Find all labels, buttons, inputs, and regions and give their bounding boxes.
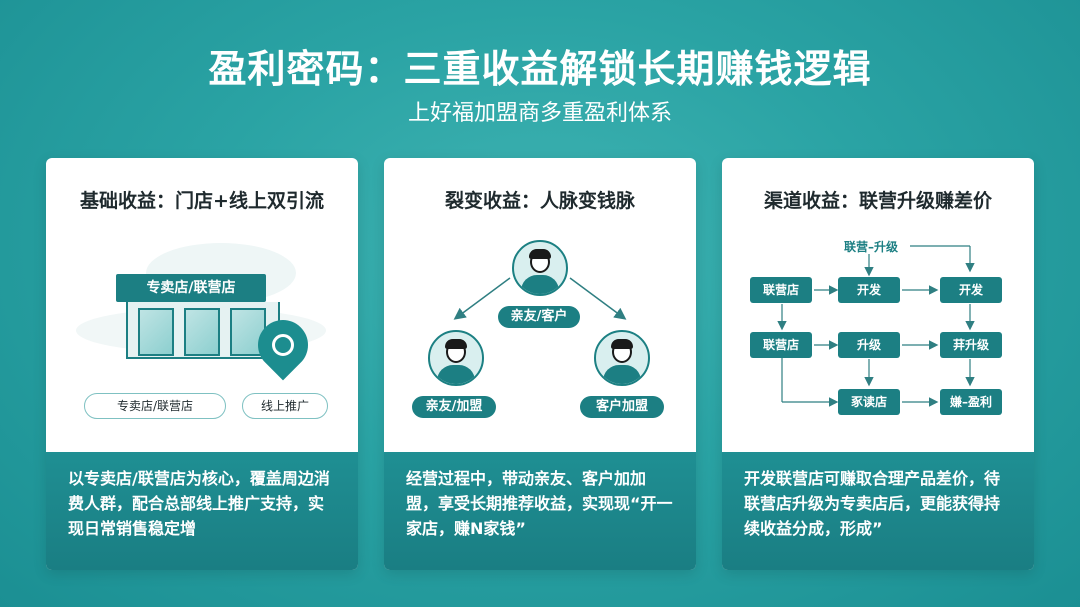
- card-title: 渠道收益：联营升级赚差价: [763, 190, 992, 212]
- store-window: [138, 308, 174, 356]
- page-title: 盈利密码：三重收益解锁长期赚钱逻辑: [208, 47, 872, 91]
- flow-arrows: [777, 245, 975, 407]
- page-subtitle: 上好福加盟商多重盈利体系: [407, 101, 672, 126]
- person-avatar-icon: [512, 240, 568, 296]
- card-description: 经营过程中，带动亲友、客户加加盟，享受长期推荐收益，实现现“开一家店，赚N家钱”: [406, 469, 673, 538]
- card-channel-income: 渠道收益：联营升级赚差价 联营–升级 联营店 开发 开发 联营店 升级 荓升级 …: [722, 158, 1034, 570]
- flow-box: 开发: [838, 277, 900, 303]
- card-description: 以专卖店/联营店为核心，覆盖周边消费人群，配合总部线上推广支持，实现日常销售稳定…: [68, 469, 330, 538]
- card-description-panel: 开发联营店可赚取合理产品差价，待联营店升级为专卖店后，更能获得持续收益分成，形成…: [722, 452, 1034, 570]
- flow-box: 荓升级: [940, 332, 1002, 358]
- store-building: [126, 302, 280, 359]
- card-description-panel: 经营过程中，带动亲友、客户加加盟，享受长期推荐收益，实现现“开一家店，赚N家钱”: [384, 452, 696, 570]
- store-window: [184, 308, 220, 356]
- card-referral-income: 裂变收益：人脉变钱脉 亲友/客户 亲友/加盟 客户加盟 经营过程中，带动亲友、客…: [384, 158, 696, 570]
- flow-box: 联营店: [750, 277, 812, 303]
- card-description-panel: 以专卖店/联营店为核心，覆盖周边消费人群，配合总部线上推广支持，实现日常销售稳定…: [46, 452, 358, 570]
- online-pill: 线上推广: [242, 393, 328, 419]
- tag-friends-franchise: 亲友/加盟: [412, 396, 496, 418]
- flow-box: 嫌–盈利: [940, 389, 1002, 415]
- card-base-income: 基础收益：门店+线上双引流 专卖店/联营店 专卖店/联营店 线上推广 以专卖店/…: [46, 158, 358, 570]
- flow-box: 开发: [940, 277, 1002, 303]
- refresh-icon: [272, 334, 294, 356]
- flow-label: 联营–升级: [844, 240, 899, 254]
- flow-box: 豖读店: [838, 389, 900, 415]
- person-avatar-icon: [594, 330, 650, 386]
- person-avatar-icon: [428, 330, 484, 386]
- flow-box: 升级: [838, 332, 900, 358]
- card-description: 开发联营店可赚取合理产品差价，待联营店升级为专卖店后，更能获得持续收益分成，形成…: [744, 469, 1001, 538]
- card-title: 基础收益：门店+线上双引流: [80, 190, 324, 212]
- store-sign: 专卖店/联营店: [116, 274, 266, 302]
- referral-arrows: [453, 277, 627, 320]
- tag-customer-franchise: 客户加盟: [580, 396, 664, 418]
- store-pill: 专卖店/联营店: [84, 393, 226, 419]
- tag-friends-customers: 亲友/客户: [498, 306, 580, 328]
- card-title: 裂变收益：人脉变钱脉: [444, 190, 635, 212]
- flow-box: 联营店: [750, 332, 812, 358]
